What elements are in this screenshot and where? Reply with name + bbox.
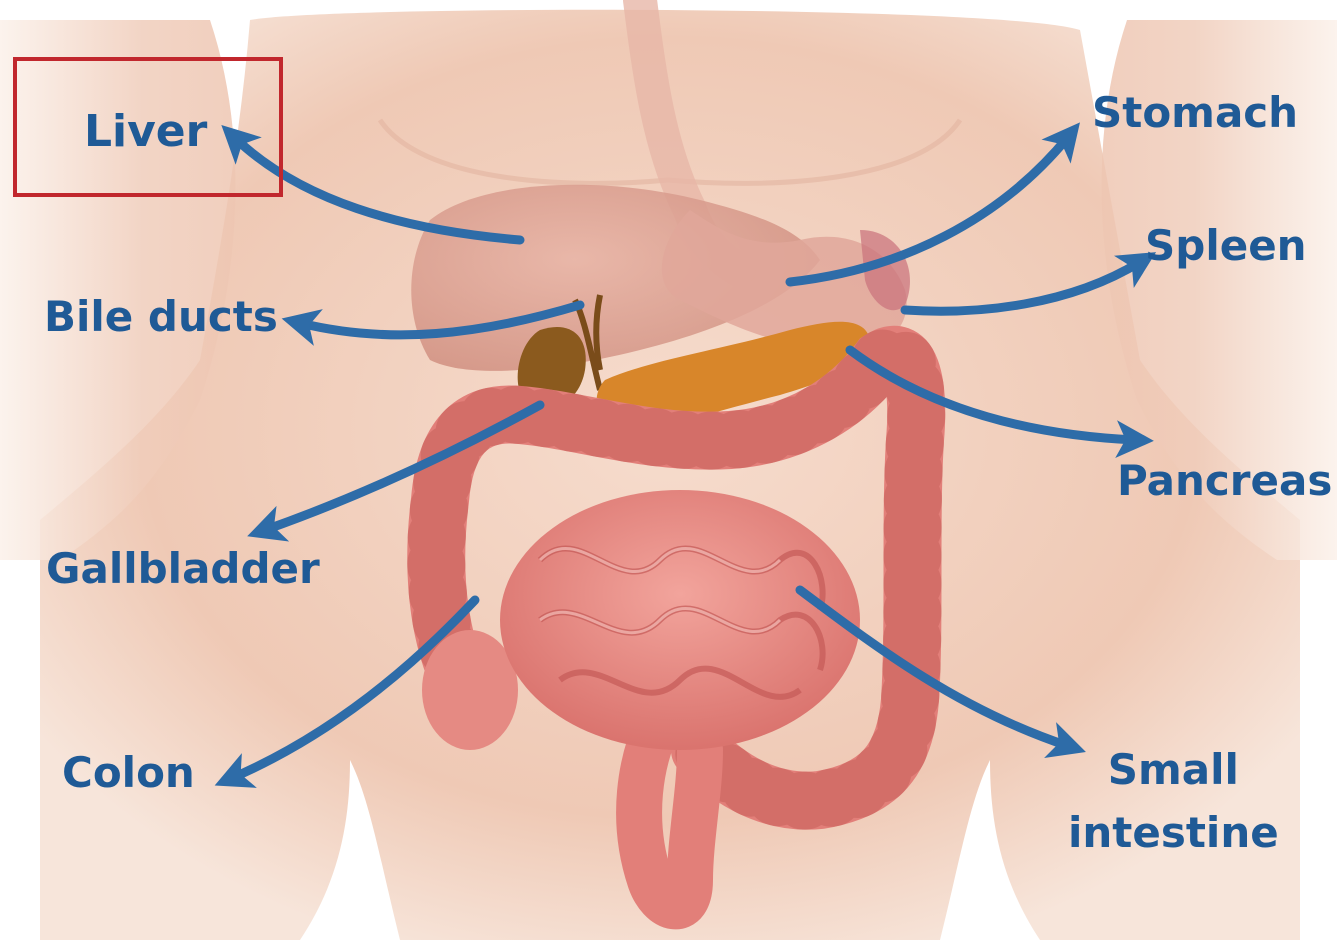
label-small-intestine: Small intestine <box>1068 738 1279 864</box>
label-gallbladder: Gallbladder <box>46 548 320 590</box>
label-small-intestine-line2: intestine <box>1068 801 1279 864</box>
label-stomach: Stomach <box>1092 92 1298 134</box>
label-spleen: Spleen <box>1145 225 1307 267</box>
small-intestine <box>500 490 860 750</box>
label-pancreas: Pancreas <box>1117 460 1332 502</box>
label-small-intestine-line1: Small <box>1068 738 1279 801</box>
label-liver: Liver <box>84 110 207 154</box>
label-bile-ducts: Bile ducts <box>44 296 278 338</box>
label-colon: Colon <box>62 752 195 794</box>
